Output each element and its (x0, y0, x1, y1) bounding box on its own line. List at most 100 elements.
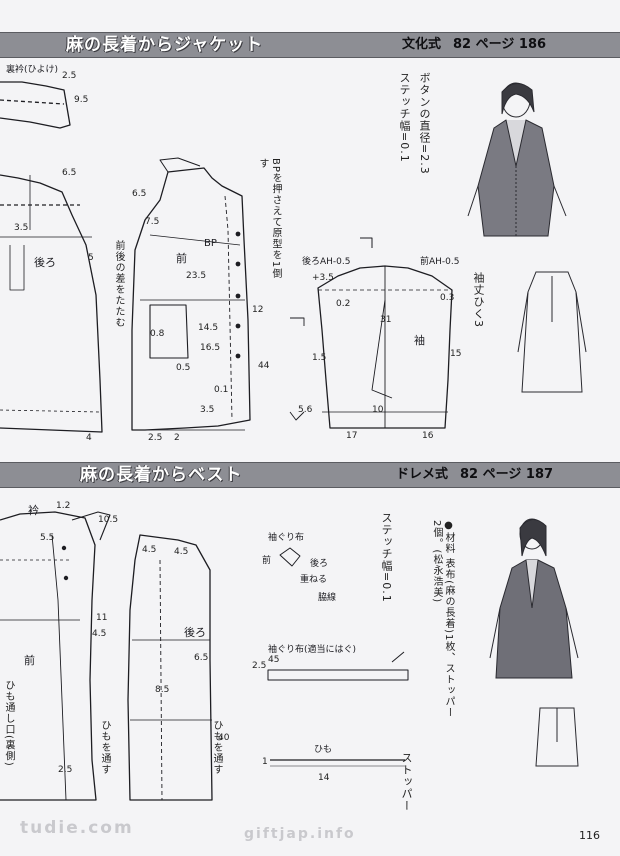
section-meta: 文化式 82 ページ 186 (402, 33, 546, 57)
button-diameter-note: ボタンの直径=2.3 (418, 72, 431, 175)
piece-labels: 裏衿(ひよけ) 後ろ 前 袖 後ろAH-0.5 前AH-0.5 BP 衿 前 後… (6, 63, 460, 755)
measure-label: 8.5 (155, 685, 169, 695)
measure-label: 11 (96, 613, 107, 623)
measure-label: 14.5 (198, 323, 218, 333)
piece-label: 重ねる (300, 573, 327, 585)
thread-string-note: ひもを通す (99, 720, 110, 775)
button-marks (235, 231, 241, 359)
section-title: 麻の長着からベスト (80, 465, 243, 485)
measure-label: 5.6 (298, 405, 313, 415)
collar-draft (0, 81, 71, 129)
measure-label: 3.5 (14, 223, 28, 233)
piece-label: 袖ぐり布 (268, 531, 304, 543)
piece-label: 前 (24, 653, 35, 667)
measure-label: 2.5 (58, 765, 72, 775)
front-bodice-draft (131, 157, 251, 431)
measure-label: 5 (88, 253, 94, 263)
piece-label: ひも (314, 744, 332, 755)
measure-label: 2.5 (148, 433, 162, 443)
measure-label: 0.3 (440, 293, 454, 303)
measure-label: 5.5 (40, 533, 54, 543)
piece-label: 衿 (28, 503, 39, 517)
measure-label: 10 (372, 405, 384, 415)
measure-label: 4.5 (174, 547, 188, 557)
thread-opening-note: ひも通し口(裏側) (3, 680, 14, 767)
piece-label: 後ろ (310, 557, 328, 569)
vest-back-draft (127, 534, 213, 801)
measure-label: 0.5 (176, 363, 190, 373)
section-title: 麻の長着からジャケット (66, 35, 264, 55)
measure-label: 16.5 (200, 343, 220, 353)
stopper-label: ストッパー (400, 752, 413, 812)
piece-label: 後ろAH-0.5 (302, 255, 351, 267)
armhole-facing-draft (267, 547, 409, 767)
jacket-back-illustration (517, 271, 587, 393)
measure-label: 12 (252, 305, 263, 315)
materials-note: ●材料 表布(麻の長着)1枚、ストッパー2個。(松永浩美) (431, 520, 454, 719)
measure-label: 44 (258, 361, 270, 371)
sleeve-length-note: 袖丈ひく3 (472, 272, 485, 328)
piece-label: 裏衿(ひよけ) (6, 63, 58, 75)
measure-label: 9.5 (74, 95, 88, 105)
piece-label: 前 (262, 554, 271, 566)
vest-illustration (489, 518, 579, 679)
measure-label: 45 (268, 655, 279, 665)
jacket-illustration (467, 82, 567, 237)
dart-note: 前後の差をたたむ (113, 240, 124, 328)
section-header-vest: 麻の長着からベスト ドレメ式 82 ページ 187 (0, 462, 620, 488)
section-header-jacket: 麻の長着からジャケット 文化式 82 ページ 186 (0, 32, 620, 58)
measure-label: 2.5 (252, 661, 266, 671)
piece-label: 前 (176, 251, 187, 265)
measure-label: 17 (346, 431, 357, 441)
drafting-style: 文化式 (402, 37, 442, 52)
measure-label: 6.5 (62, 168, 76, 178)
measure-labels: 2.5 9.5 6.5 3.5 5 6.5 7.5 23.5 14.5 16.5… (14, 71, 461, 783)
piece-label: 袖ぐり布(適当にはぐ) (268, 643, 356, 655)
measure-label: 15 (450, 349, 461, 359)
vest-back-illustration (535, 707, 579, 767)
measure-label: 10.5 (98, 515, 118, 525)
page-number: 116 (579, 829, 600, 842)
measure-label: 1.2 (56, 501, 70, 511)
measure-label: 23.5 (186, 271, 206, 281)
thread-string-note: ひもを通す (211, 720, 222, 775)
measure-label: 0.8 (150, 329, 165, 339)
back-bodice-draft (0, 174, 103, 433)
piece-label: 前AH-0.5 (420, 255, 460, 267)
measure-label: +3.5 (312, 273, 334, 283)
piece-label: 後ろ (184, 625, 206, 639)
bp-note: BPを押さえて原型を1倒す (257, 158, 281, 280)
measure-label: 0.2 (336, 299, 350, 309)
piece-label: 袖 (414, 333, 425, 347)
vest-front-draft (0, 511, 111, 801)
stitch-width-note: ステッチ幅=0.1 (380, 512, 393, 603)
measure-label: 3.5 (200, 405, 214, 415)
drafting-style: ドレメ式 (396, 467, 449, 482)
stitch-width-note: ステッチ幅=0.1 (398, 72, 411, 163)
measure-label: 4 (86, 433, 92, 443)
notch-marks (289, 317, 305, 421)
measure-label: 1.5 (312, 353, 326, 363)
watermark: tudie.com (20, 818, 134, 838)
measure-label: 7.5 (145, 217, 159, 227)
page-reference: 82 ページ 187 (460, 467, 554, 482)
measure-label: 6.5 (132, 189, 146, 199)
measure-label: 0.1 (214, 385, 228, 395)
section-meta: ドレメ式 82 ページ 187 (396, 463, 553, 487)
measure-label: 4.5 (92, 629, 106, 639)
watermark: giftjap.info (244, 826, 356, 842)
page-reference: 82 ページ 186 (453, 37, 547, 52)
measure-label: 1 (262, 757, 268, 767)
measure-label: 14 (318, 773, 330, 783)
measure-label: 2.5 (62, 71, 76, 81)
piece-label: 後ろ (34, 255, 56, 269)
measure-label: 31 (380, 315, 391, 325)
sleeve-draft (317, 237, 453, 429)
measure-label: 6.5 (194, 653, 208, 663)
measure-label: 2 (174, 433, 180, 443)
measure-label: 4.5 (142, 545, 156, 555)
measure-label: 40 (218, 733, 230, 743)
piece-label: BP (204, 238, 217, 249)
piece-label: 脇線 (318, 591, 336, 603)
